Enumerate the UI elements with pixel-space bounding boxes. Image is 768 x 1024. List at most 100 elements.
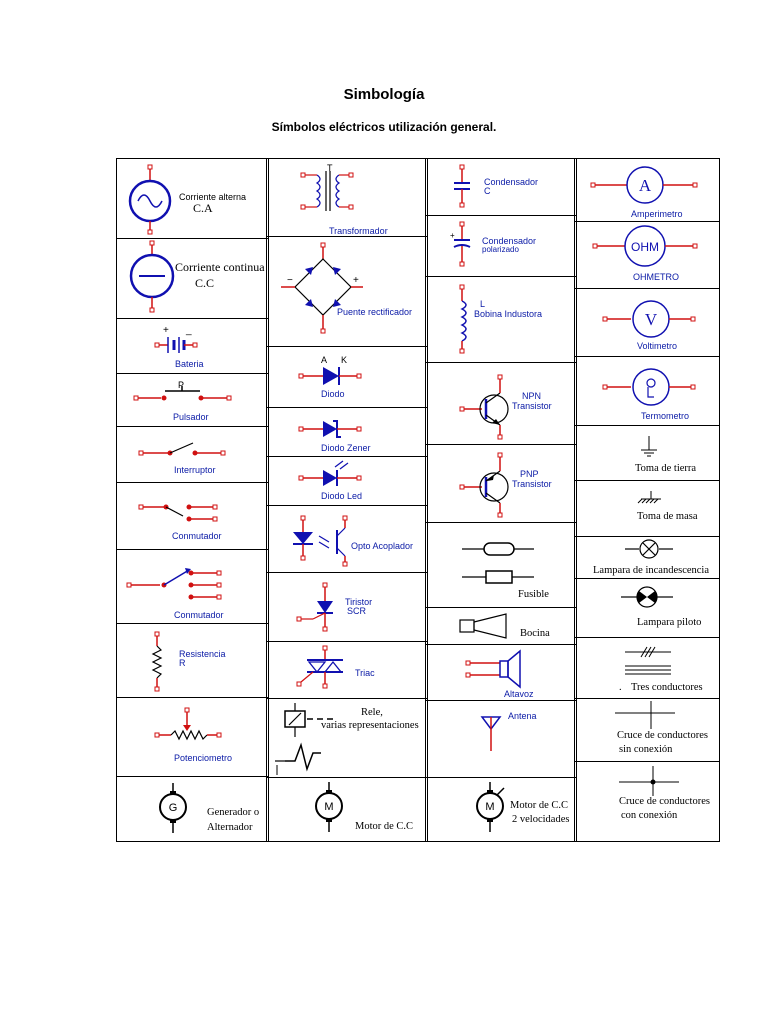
bobina-label-2: Bobina Industora: [474, 309, 543, 319]
battery-icon: + _: [154, 325, 198, 353]
speaker-icon: [465, 649, 521, 689]
crossing-connection-icon: [619, 766, 679, 796]
battery-label: Bateria: [175, 359, 204, 369]
inductor-icon: [459, 284, 467, 354]
cond-label-1: Condensador: [484, 177, 539, 187]
cell-resistencia: Resistencia R: [117, 623, 268, 698]
led-label: Diodo Led: [321, 491, 363, 501]
polarized-capacitor-icon: +: [450, 221, 471, 267]
cell-cruce-sin: Cruce de conductores sin conexión: [575, 698, 719, 762]
cell-cruce-con: Cruce de conductores con conexión: [575, 761, 719, 842]
cell-toma-masa: Toma de masa: [575, 480, 719, 537]
termo-label: Termometro: [641, 411, 690, 421]
cell-conmutador-2: Conmutador: [117, 549, 268, 624]
cell-bateria: + _ Bateria: [117, 318, 268, 374]
cell-corriente-alterna: Corriente alterna C.A: [117, 158, 268, 239]
ac-source-icon: [128, 164, 172, 235]
cell-pulsador: P Pulsador: [117, 373, 268, 427]
cell-motor-2v: M Motor de C.C 2 velocidades: [426, 777, 576, 842]
zener-label: Diodo Zener: [321, 443, 371, 453]
triac-label: Triac: [355, 668, 375, 678]
dc-label-2: C.C: [195, 276, 215, 290]
npn-label-2: Transistor: [512, 401, 552, 411]
page-title: Simbología: [343, 86, 425, 103]
cell-bocina: Bocina: [426, 607, 576, 645]
cell-tiristor: Tiristor SCR: [267, 572, 427, 642]
svg-text:+: +: [353, 275, 359, 286]
pnp-label-2: Transistor: [512, 479, 552, 489]
npn-label-1: NPN: [522, 391, 542, 401]
svg-text:−: −: [287, 275, 293, 286]
piloto-label: Lampara piloto: [637, 617, 702, 628]
changeover-switch-icon: [138, 504, 218, 522]
svg-text:+: +: [450, 231, 455, 240]
cond-label-2: C: [484, 186, 491, 196]
cell-puente: − + Puente rectificador: [267, 236, 427, 347]
cell-bobina: L Bobina Industora: [426, 276, 576, 363]
ammeter-icon: A: [590, 166, 698, 204]
conmutador2-label: Conmutador: [174, 610, 224, 620]
cruce-con-label-2: con conexión: [621, 810, 678, 821]
bobina-label-1: L: [480, 299, 486, 309]
rele-label-2: varias representaciones: [321, 720, 419, 731]
pulsador-p-label: P: [178, 380, 185, 390]
interruptor-label: Interruptor: [174, 465, 216, 475]
cruce-sin-label-2: sin conexión: [619, 744, 673, 755]
push-button-icon: [133, 386, 232, 401]
tiristor-label-2: SCR: [347, 606, 367, 616]
cell-opto: Opto Acoplador: [267, 505, 427, 573]
cruce-sin-label-1: Cruce de conductores: [617, 730, 708, 741]
svg-text:T: T: [327, 163, 333, 173]
dc-source-icon: [129, 240, 175, 313]
pilot-lamp-icon: [621, 586, 673, 608]
cell-amperimetro: A Amperimetro: [575, 158, 719, 222]
bocina-label: Bocina: [520, 628, 550, 639]
resist-label-1: Resistencia: [179, 649, 226, 659]
transformer-icon: T: [300, 163, 354, 211]
amp-label: Amperimetro: [631, 209, 683, 219]
rele-label-1: Rele,: [361, 707, 383, 718]
fusible-label: Fusible: [518, 589, 549, 600]
cell-fusible: Fusible: [426, 522, 576, 608]
cell-lampara: Lampara de incandescencia: [575, 536, 719, 579]
ground-icon: [641, 436, 657, 457]
cell-conmutador-1: Conmutador: [117, 482, 268, 550]
volt-label: Voltimetro: [637, 341, 678, 351]
cell-led: Diodo Led: [267, 456, 427, 506]
relay-icon: [275, 703, 333, 775]
cell-toma-tierra: Toma de tierra: [575, 425, 719, 481]
opto-label: Opto Acoplador: [351, 541, 414, 551]
thyristor-icon: [296, 582, 333, 632]
cell-interruptor: Interruptor: [117, 426, 268, 483]
cell-pnp: PNP Transistor: [426, 444, 576, 523]
page-subtitle: Símbolos eléctricos utilización general.: [271, 120, 497, 134]
led-icon: [298, 460, 362, 486]
capacitor-icon: [454, 164, 470, 208]
svg-text:+: +: [163, 325, 169, 336]
tierra-label: Toma de tierra: [635, 463, 697, 474]
switch-icon: [138, 442, 226, 456]
cell-termometro: Termometro: [575, 356, 719, 426]
motor-label: Motor de C.C: [355, 821, 414, 832]
ohm-label: OHMETRO: [633, 272, 679, 282]
antenna-icon: [480, 716, 502, 751]
ohmmeter-letters: OHM: [631, 240, 659, 254]
ac-label-2: C.A: [193, 201, 213, 215]
puente-label: Puente rectificador: [337, 307, 413, 317]
triac-icon: [296, 645, 343, 689]
motor-icon: M: [315, 782, 343, 832]
column-1: Corriente alterna C.A Corriente continua…: [116, 158, 269, 842]
npn-transistor-icon: [459, 374, 509, 440]
generator-icon: G: [159, 783, 187, 833]
gen-label-1: Generador o: [207, 807, 260, 818]
cell-zener: Diodo Zener: [267, 407, 427, 457]
motor2-label-1: Motor de C.C: [510, 800, 569, 811]
chassis-ground-icon: [637, 491, 661, 504]
masa-label: Toma de masa: [637, 511, 698, 522]
optocoupler-icon: [293, 515, 348, 567]
gen-label-2: Alternador: [207, 822, 253, 833]
cell-transformador: T Transformador: [267, 158, 427, 237]
multi-switch-icon: [126, 568, 222, 600]
altavoz-label: Altavoz: [504, 689, 534, 699]
fuse-icon: [462, 542, 534, 584]
